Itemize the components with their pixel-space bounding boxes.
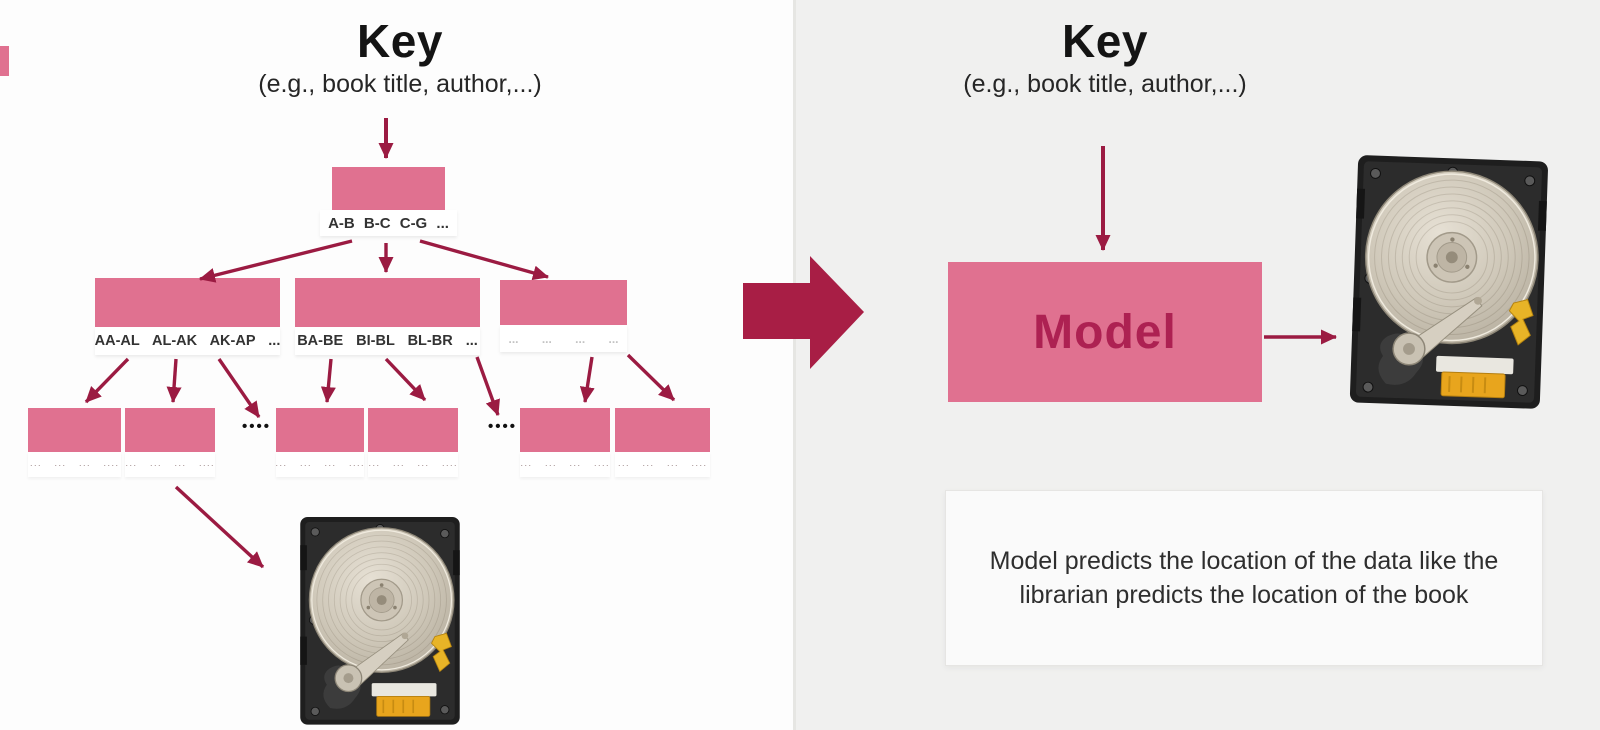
model-label: Model [1033, 305, 1177, 359]
btree-l3-node-1 [28, 408, 121, 452]
btree-l3-keys-4: ··· ··· ··· ···· [368, 452, 458, 477]
right-key-subtitle: (e.g., book title, author,...) [963, 70, 1247, 98]
btree-l3-keys-6: ··· ··· ··· ···· [615, 452, 710, 477]
btree-l2-node-3 [500, 280, 627, 325]
left-key-subtitle: (e.g., book title, author,...) [258, 70, 542, 98]
caption-text: Model predicts the location of the data … [989, 546, 1499, 610]
btree-l2-node-2 [295, 278, 480, 327]
btree-l3-node-2 [125, 408, 215, 452]
btree-root-keys: A-B B-C C-G ... [320, 210, 457, 236]
btree-l2-node-1 [95, 278, 280, 327]
model-node: Model [948, 262, 1262, 402]
panel-divider [793, 0, 796, 730]
btree-l3-keys-3: ··· ··· ··· ···· [275, 452, 364, 477]
btree-l2-keys-2: BA-BE BI-BL BL-BR ... [295, 327, 480, 355]
left-key-title: Key [357, 15, 443, 67]
btree-l3-node-3 [276, 408, 364, 452]
btree-index-panel [0, 0, 795, 730]
btree-l3-node-6 [615, 408, 710, 452]
btree-l3-keys-1: ··· ··· ··· ···· [28, 452, 121, 477]
btree-root-node [332, 167, 445, 210]
btree-l3-node-4 [368, 408, 458, 452]
btree-l2-keys-1: AA-AL AL-AK AK-AP ... [95, 327, 280, 355]
right-key-title: Key [1062, 15, 1148, 67]
caption-box: Model predicts the location of the data … [945, 490, 1543, 666]
btree-l3-keys-5: ··· ··· ··· ···· [520, 452, 610, 477]
btree-l3-node-5 [520, 408, 610, 452]
btree-l3-ellipsis-1: •••• [242, 418, 272, 435]
btree-l3-keys-2: ··· ··· ··· ···· [125, 452, 215, 477]
btree-l3-ellipsis-2: •••• [488, 418, 518, 435]
btree-l2-keys-3: ... ... ... ... [500, 325, 627, 352]
edge-artifact [0, 46, 9, 76]
